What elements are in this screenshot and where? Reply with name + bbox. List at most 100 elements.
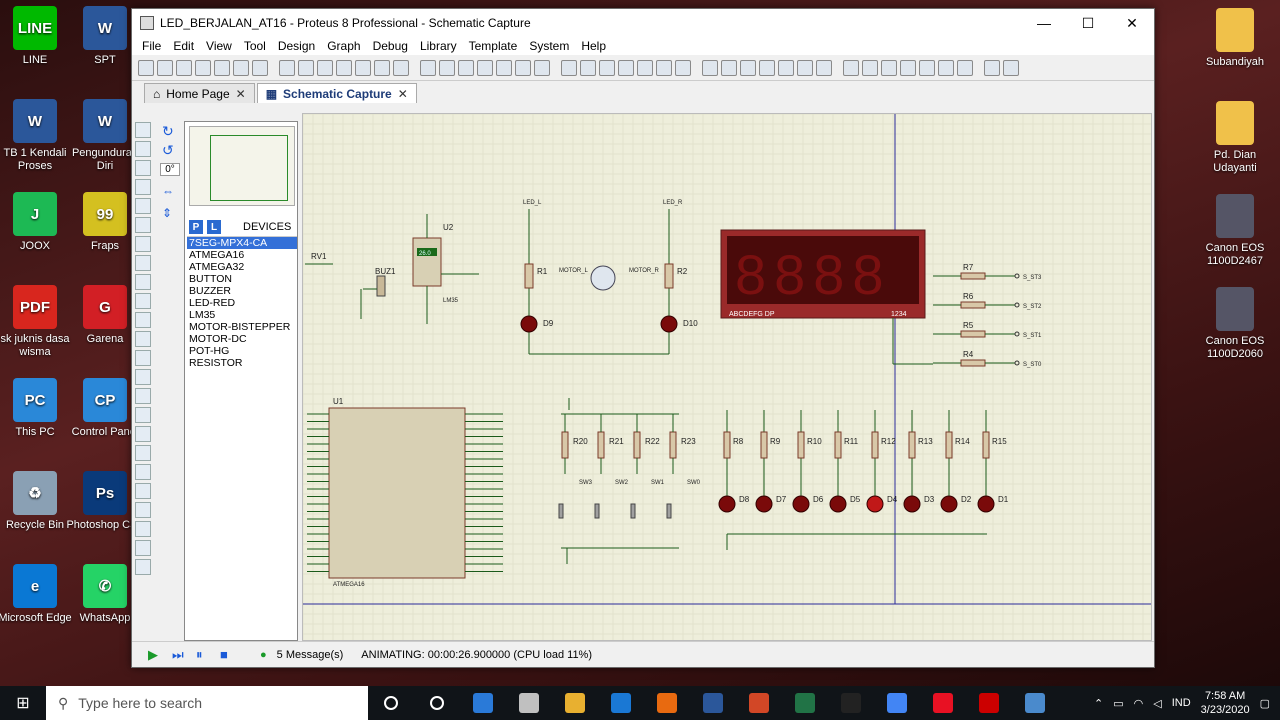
toolbar-button-icon[interactable] xyxy=(355,59,371,76)
mode-tool-icon[interactable] xyxy=(135,160,151,176)
toolbar-button-icon[interactable] xyxy=(721,59,737,76)
taskbar-app[interactable] xyxy=(460,686,506,720)
title-bar[interactable]: LED_BERJALAN_AT16 - Proteus 8 Profession… xyxy=(132,9,1154,37)
desktop-icon[interactable]: ✆WhatsApp xyxy=(65,564,145,625)
toolbar-button-icon[interactable] xyxy=(599,59,615,76)
toolbar-button-icon[interactable] xyxy=(900,59,916,76)
message-count[interactable]: 5 Message(s) xyxy=(276,648,344,661)
language-indicator[interactable]: IND xyxy=(1171,697,1191,709)
mode-tool-icon[interactable] xyxy=(135,255,151,271)
mode-tool-icon[interactable] xyxy=(135,331,151,347)
taskbar-app[interactable] xyxy=(828,686,874,720)
toolbar-button-icon[interactable] xyxy=(797,59,813,76)
toolbar-button-icon[interactable] xyxy=(938,59,954,76)
menu-graph[interactable]: Graph xyxy=(327,39,361,53)
toolbar-button-icon[interactable] xyxy=(233,59,249,76)
device-item[interactable]: MOTOR-DC xyxy=(189,333,247,345)
toolbar-button-icon[interactable] xyxy=(740,59,756,76)
device-item[interactable]: RESISTOR xyxy=(189,357,243,369)
desktop-icon[interactable]: Subandiyah xyxy=(1195,8,1275,69)
chevron-up-icon[interactable]: ⌃ xyxy=(1094,697,1104,710)
device-item[interactable]: ATMEGA16 xyxy=(189,249,245,261)
mode-tool-icon[interactable] xyxy=(135,540,151,556)
taskbar-app[interactable] xyxy=(368,686,414,720)
network-icon[interactable]: ◠ xyxy=(1133,697,1144,710)
mode-tool-icon[interactable] xyxy=(135,312,151,328)
device-item[interactable]: BUTTON xyxy=(189,273,232,285)
taskbar-app[interactable] xyxy=(736,686,782,720)
menu-tool[interactable]: Tool xyxy=(243,39,266,53)
battery-icon[interactable]: ▭ xyxy=(1113,697,1124,710)
menu-design[interactable]: Design xyxy=(277,39,316,53)
toolbar-button-icon[interactable] xyxy=(458,59,474,76)
close-tab-icon[interactable]: ✕ xyxy=(235,86,246,101)
minimize-button[interactable]: — xyxy=(1037,15,1051,31)
menu-file[interactable]: File xyxy=(142,39,162,53)
mode-tool-icon[interactable] xyxy=(135,293,151,309)
library-button[interactable]: L xyxy=(207,220,221,234)
play-icon[interactable]: ▶ xyxy=(148,646,158,662)
menu-edit[interactable]: Edit xyxy=(173,39,195,53)
mode-tool-icon[interactable] xyxy=(135,388,151,404)
toolbar-button-icon[interactable] xyxy=(1003,59,1019,76)
mode-tool-icon[interactable] xyxy=(135,274,151,290)
toolbar-button-icon[interactable] xyxy=(138,59,154,76)
toolbar-button-icon[interactable] xyxy=(778,59,794,76)
toolbar-button-icon[interactable] xyxy=(317,59,333,76)
menu-debug[interactable]: Debug xyxy=(372,39,408,53)
taskbar-app[interactable] xyxy=(920,686,966,720)
taskbar-app[interactable] xyxy=(690,686,736,720)
toolbar-button-icon[interactable] xyxy=(496,59,512,76)
taskbar-app[interactable] xyxy=(874,686,920,720)
toolbar-button-icon[interactable] xyxy=(561,59,577,76)
taskbar-app[interactable] xyxy=(506,686,552,720)
toolbar-button-icon[interactable] xyxy=(252,59,268,76)
device-item[interactable]: MOTOR-BISTEPPER xyxy=(189,321,291,333)
toolbar-button-icon[interactable] xyxy=(298,59,314,76)
toolbar-button-icon[interactable] xyxy=(759,59,775,76)
toolbar-button-icon[interactable] xyxy=(637,59,653,76)
mode-tool-icon[interactable] xyxy=(135,445,151,461)
mode-tool-icon[interactable] xyxy=(135,350,151,366)
mode-tool-icon[interactable] xyxy=(135,179,151,195)
mirror-h-icon[interactable]: ⇔ xyxy=(162,184,174,198)
device-item[interactable]: LM35 xyxy=(189,309,216,321)
toolbar-button-icon[interactable] xyxy=(919,59,935,76)
taskbar-app[interactable] xyxy=(414,686,460,720)
taskbar-app[interactable] xyxy=(1012,686,1058,720)
close-button[interactable]: ✕ xyxy=(1126,14,1138,31)
rotate-cw-icon[interactable]: ↻ xyxy=(162,123,174,139)
taskbar-search[interactable]: ⚲Type here to search xyxy=(46,686,368,720)
mode-tool-icon[interactable] xyxy=(135,217,151,233)
toolbar-button-icon[interactable] xyxy=(195,59,211,76)
mirror-v-icon[interactable]: ⇕ xyxy=(162,206,173,220)
device-item[interactable]: ATMEGA32 xyxy=(189,261,245,273)
mode-tool-icon[interactable] xyxy=(135,198,151,214)
toolbar-button-icon[interactable] xyxy=(336,59,352,76)
toolbar-button-icon[interactable] xyxy=(477,59,493,76)
tab-home-page[interactable]: ⌂Home Page✕ xyxy=(144,83,255,103)
taskbar-app[interactable] xyxy=(966,686,1012,720)
toolbar-button-icon[interactable] xyxy=(843,59,859,76)
toolbar-button-icon[interactable] xyxy=(816,59,832,76)
toolbar-button-icon[interactable] xyxy=(618,59,634,76)
toolbar-button-icon[interactable] xyxy=(176,59,192,76)
device-item[interactable]: BUZZER xyxy=(189,285,231,297)
toolbar-button-icon[interactable] xyxy=(534,59,550,76)
desktop-icon[interactable]: Canon EOS 1100D2467 xyxy=(1195,194,1275,268)
pause-icon[interactable]: ⏸ xyxy=(196,646,203,662)
toolbar-button-icon[interactable] xyxy=(439,59,455,76)
mode-tool-icon[interactable] xyxy=(135,426,151,442)
mode-tool-icon[interactable] xyxy=(135,502,151,518)
maximize-button[interactable]: ☐ xyxy=(1081,14,1095,31)
taskbar-app[interactable] xyxy=(552,686,598,720)
